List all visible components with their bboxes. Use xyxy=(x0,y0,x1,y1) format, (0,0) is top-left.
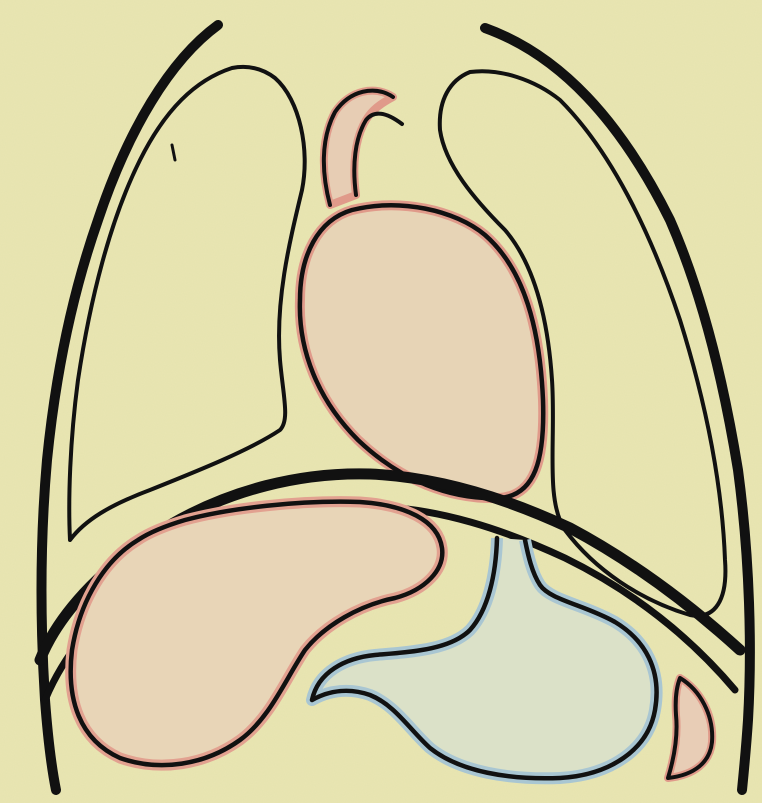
thorax-abdomen-illustration xyxy=(0,0,762,803)
anatomical-diagram xyxy=(0,0,762,803)
